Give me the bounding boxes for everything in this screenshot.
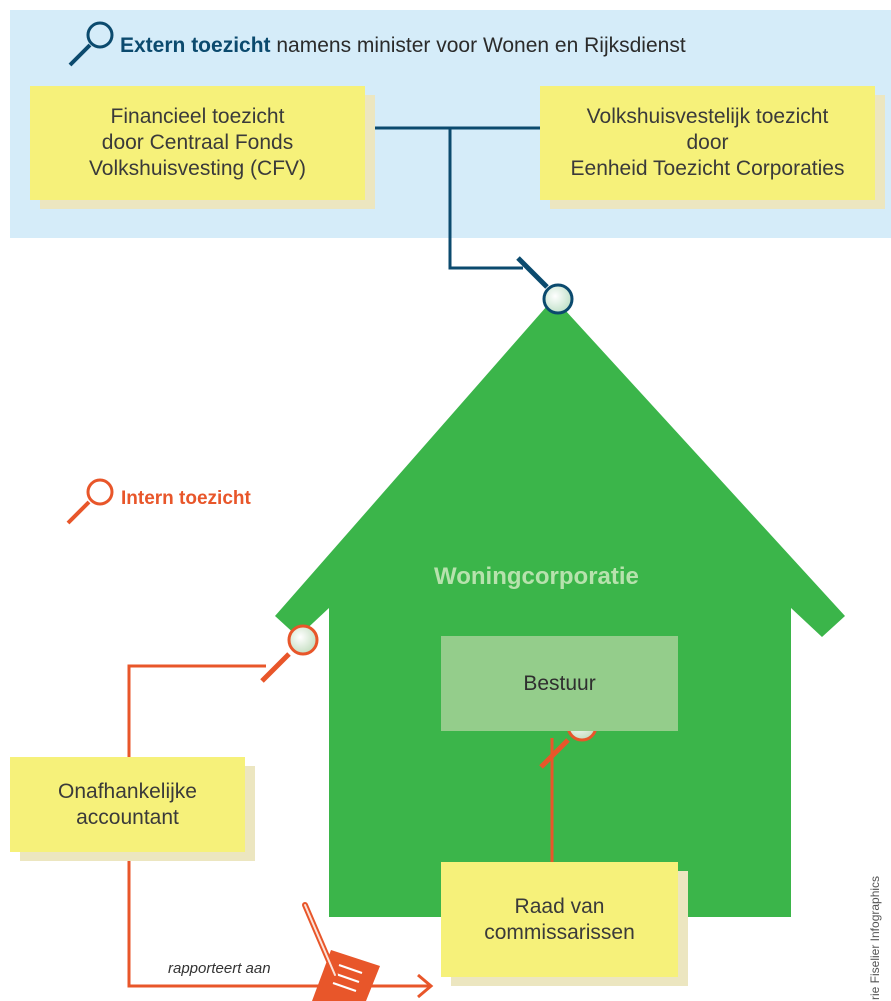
extern-title: Extern toezicht namens minister voor Won… <box>120 34 686 57</box>
house-title: Woningcorporatie <box>434 563 639 590</box>
house-shape <box>275 298 845 917</box>
box-accountant: Onafhankelijke accountant <box>10 757 245 852</box>
box-etc: Volkshuisvestelijk toezicht door Eenheid… <box>540 86 875 200</box>
report-document-icon <box>312 950 380 1001</box>
roof-magnifier-icon <box>516 256 574 315</box>
intern-magnifier-icon <box>66 478 114 525</box>
extern-connector-lines <box>365 126 540 270</box>
credit-text: rie Fiselier Infographics <box>868 875 882 1000</box>
arrow-label: rapporteert aan <box>168 960 271 977</box>
box-bestuur: Bestuur <box>441 636 678 731</box>
intern-title: Intern toezicht <box>121 488 251 509</box>
extern-magnifier-icon <box>68 21 114 67</box>
pen-icon <box>302 902 338 978</box>
box-cfv: Financieel toezicht door Centraal Fonds … <box>30 86 365 200</box>
box-raad: Raad van commissarissen <box>441 862 678 977</box>
eave-magnifier-icon <box>260 624 319 683</box>
